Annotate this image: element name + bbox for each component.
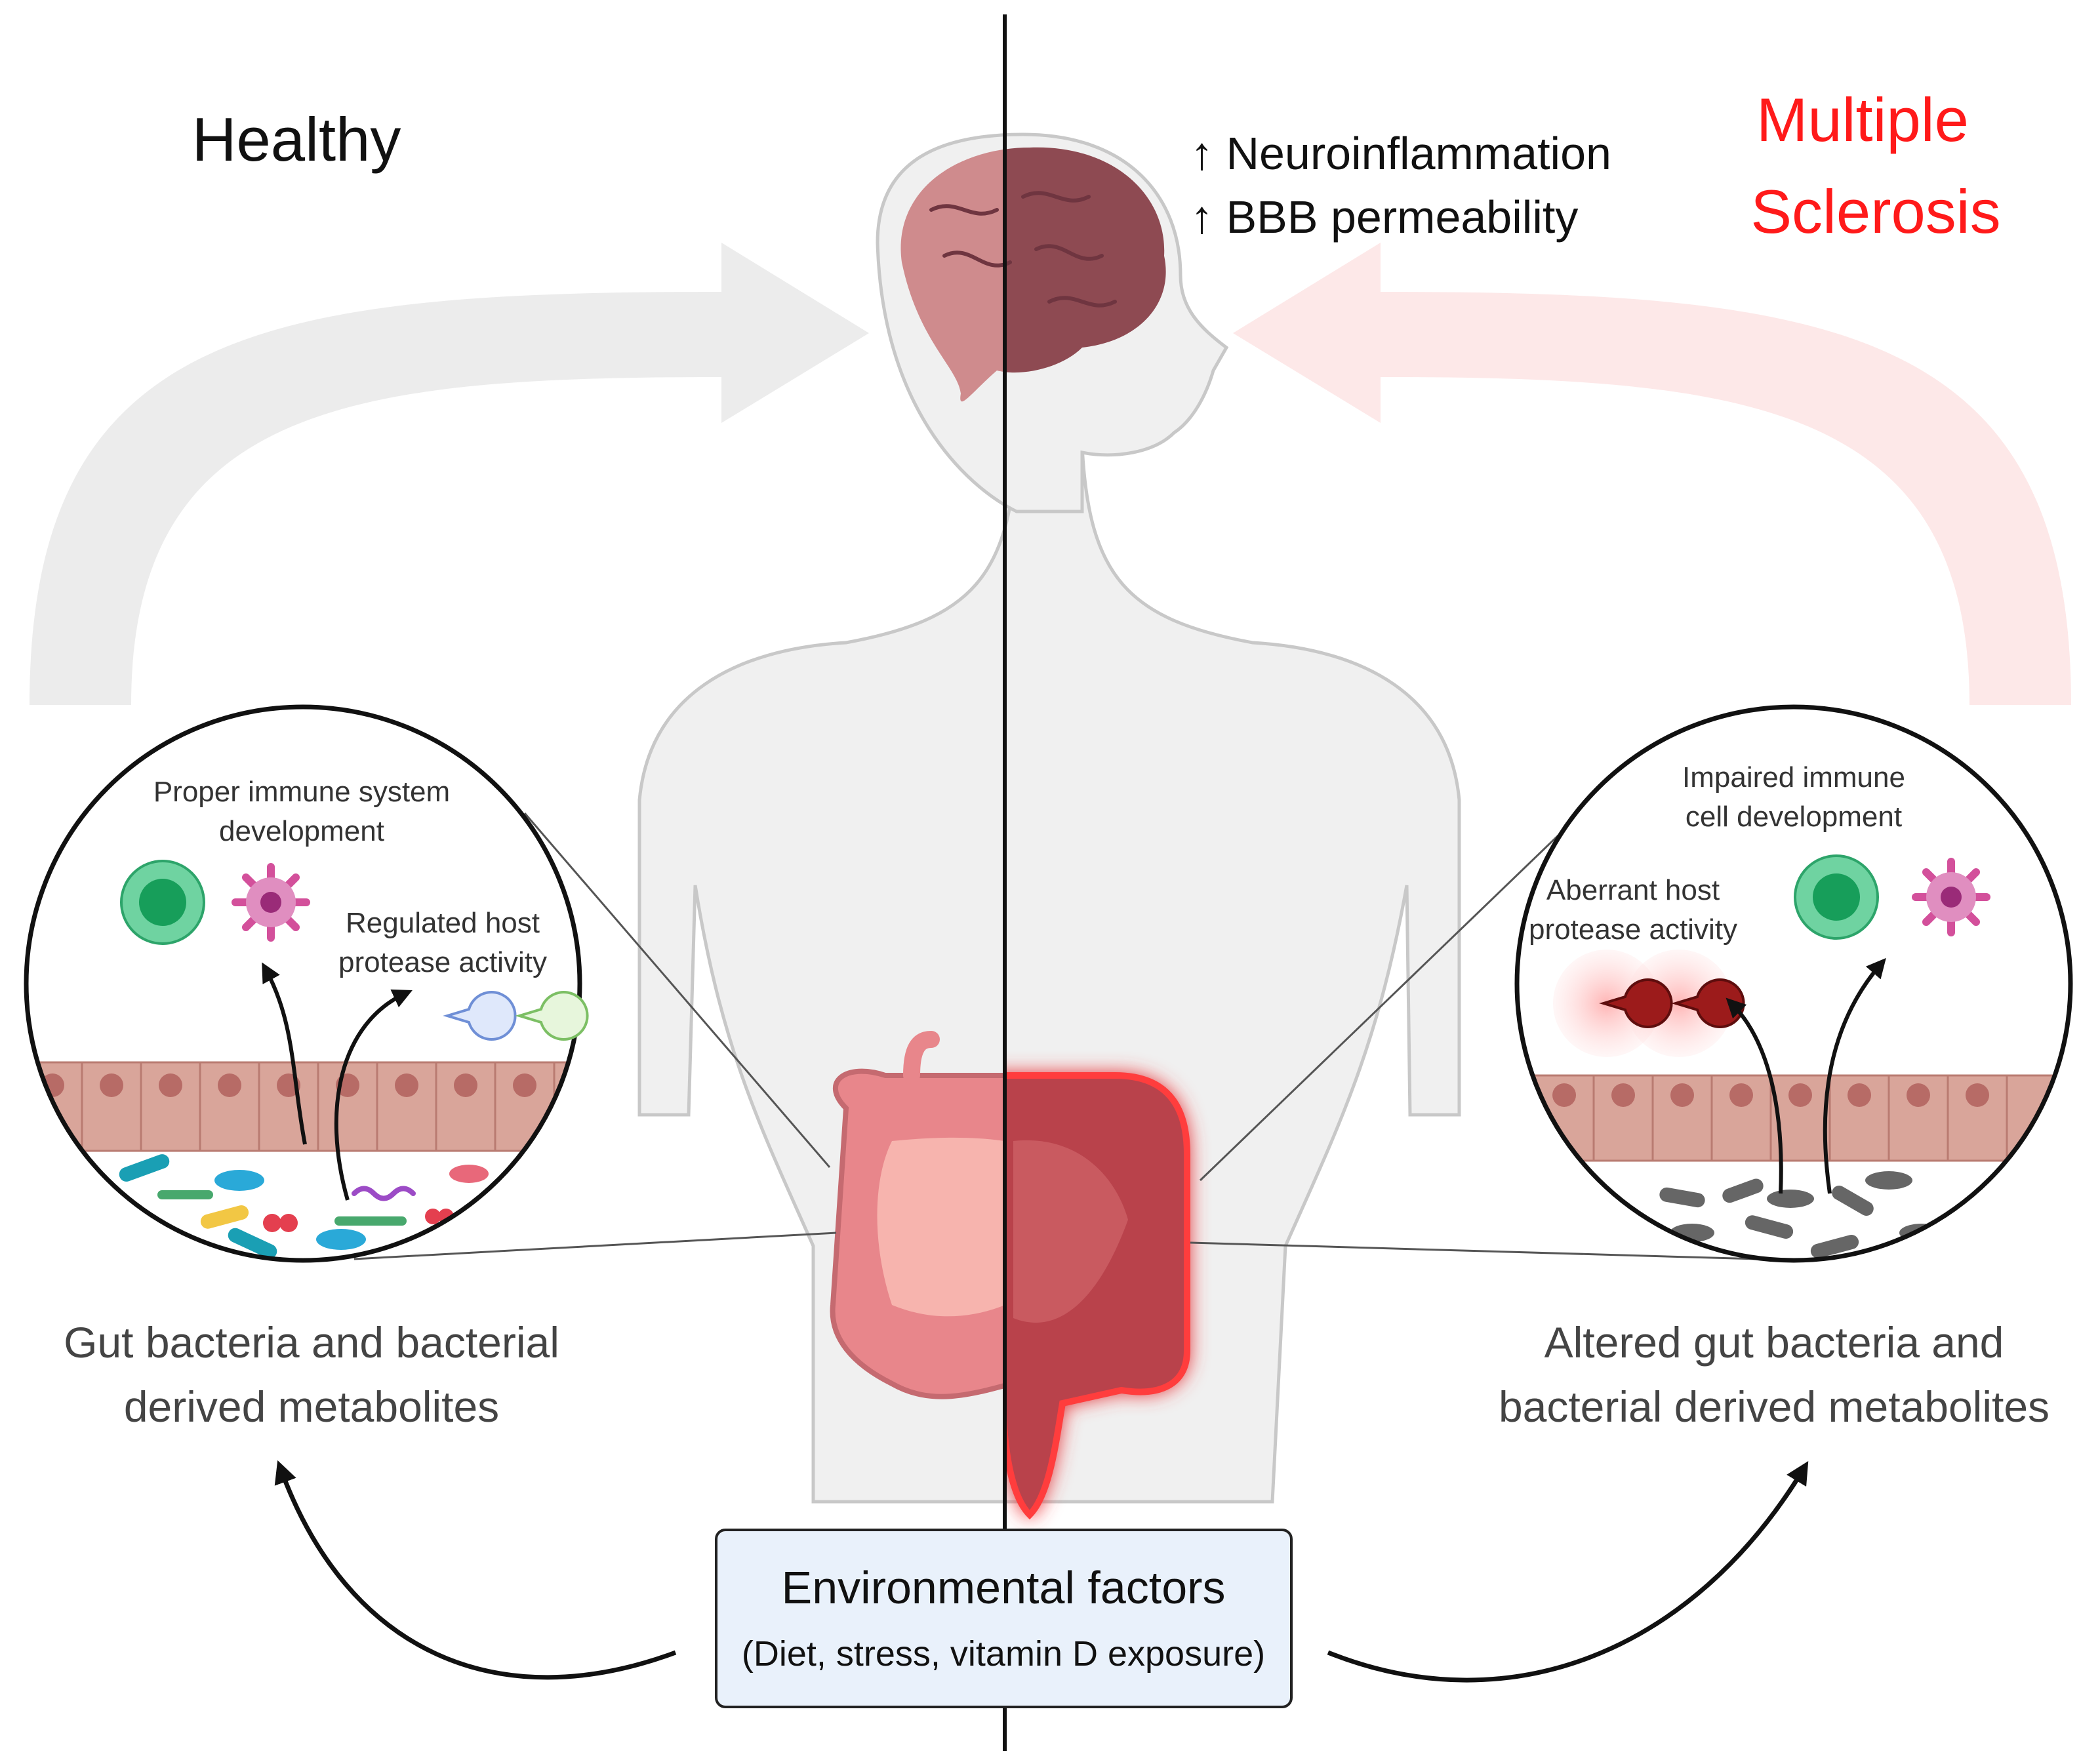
environmental-factors-title: Environmental factors (782, 1562, 1226, 1613)
environmental-factors-examples: (Diet, stress, vitamin D exposure) (742, 1634, 1265, 1674)
ms-protease-label-line2: protease activity (1529, 913, 1737, 946)
bbb-permeability-label: ↑ BBB permeability (1190, 191, 1578, 243)
healthy-dendritic-cell-icon (232, 863, 310, 942)
intestines-illustration (830, 1031, 1190, 1520)
ms-gut-zoom-circle: Impaired immune cell development Aberran… (1514, 704, 2073, 1263)
ms-lymphocyte-icon (1794, 854, 1879, 940)
zoom-connector-lines (353, 812, 1758, 1260)
healthy-title: Healthy (192, 105, 401, 174)
neuroinflammation-label: ↑ Neuroinflammation (1190, 128, 1611, 179)
ms-aberrant-protease-icons (1553, 950, 1745, 1057)
ms-immune-label-line2: cell development (1686, 801, 1902, 833)
healthy-gut-to-brain-arrow (30, 243, 869, 705)
healthy-protease-label-line1: Regulated host (346, 907, 540, 939)
ms-arrow-to-immune-cells (1823, 957, 1886, 1194)
healthy-protease-label-line2: protease activity (338, 946, 547, 978)
brain-illustration (900, 147, 1166, 402)
ms-immune-label-line1: Impaired immune (1682, 761, 1905, 793)
epithelial-nuclei-ms (1552, 1083, 1989, 1107)
ms-title-line2: Sclerosis (1750, 177, 2000, 246)
healthy-immune-label-line1: Proper immune system (153, 776, 450, 808)
healthy-arrow-to-protease (334, 989, 413, 1201)
ms-title-line1: Multiple (1756, 85, 1969, 154)
epithelial-cell-divisions (81, 1062, 555, 1151)
ms-caption-line2: bacterial derived metabolites (1499, 1382, 2050, 1431)
healthy-caption-line2: derived metabolites (124, 1382, 499, 1431)
environment-to-ms-gut-arrow (1327, 1461, 1809, 1683)
healthy-gut-zoom-circle: Proper immune system development Regulat… (24, 704, 589, 1263)
environment-to-healthy-gut-arrow (274, 1460, 677, 1680)
ms-caption-line1: Altered gut bacteria and (1545, 1318, 2004, 1367)
healthy-lymphocyte-icon (120, 860, 205, 945)
healthy-immune-label-line2: development (219, 815, 384, 847)
healthy-caption-line1: Gut bacteria and bacterial (64, 1318, 559, 1367)
healthy-arrow-to-immune-cells (262, 962, 307, 1145)
ms-arrow-to-protease (1726, 997, 1783, 1194)
ms-dendritic-cell-icon (1912, 858, 1990, 936)
environmental-factors-box: Environmental factors (Diet, stress, vit… (715, 1529, 1293, 1708)
ms-gut-to-brain-arrow (1233, 243, 2071, 705)
ms-protease-label-line1: Aberrant host (1546, 874, 1720, 906)
diverse-gut-bacteria (119, 1154, 489, 1259)
healthy-green-protease-icon (515, 991, 589, 1041)
